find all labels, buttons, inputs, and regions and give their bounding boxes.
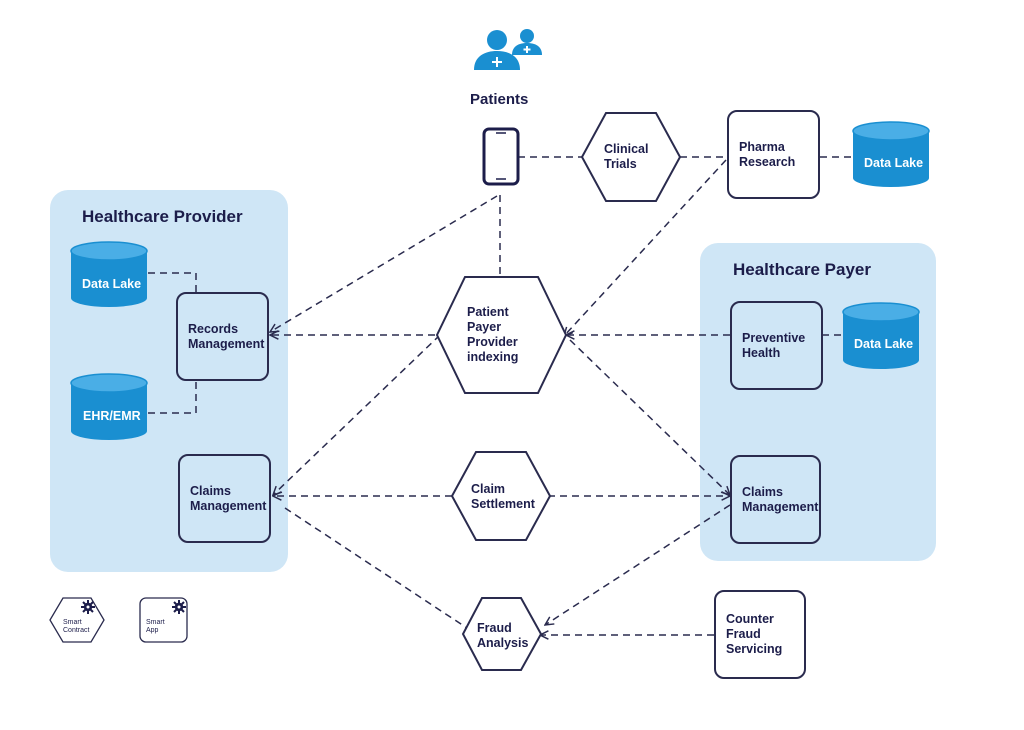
smart-contract-line-1: Smart: [63, 619, 82, 626]
payer-title: Healthcare Payer: [733, 260, 871, 279]
smartphone-icon: [482, 127, 520, 186]
provider-claims-line-1: Claims: [190, 483, 231, 498]
connector-datalake-records: [148, 272, 197, 293]
records-line-2: Management: [188, 336, 265, 351]
legend-smart-contract-label: Smart Contract: [63, 619, 89, 635]
counter-fraud-line-3: Servicing: [726, 642, 783, 656]
patients-label: Patients: [470, 91, 529, 108]
connector-pharma-indexing: [564, 159, 727, 336]
connector-ehr-records: [148, 380, 197, 414]
provider-datalake-label: Data Lake: [82, 277, 142, 291]
provider-claims-line-2: Management: [190, 498, 267, 513]
counter-fraud-line-1: Counter: [726, 612, 774, 626]
payer-claims-line-2: Management: [742, 499, 819, 514]
cylinder-provider-datalake: [70, 241, 148, 307]
smart-app-line-2: App: [146, 627, 159, 634]
clinical-trials-label: Clinical Trials: [604, 142, 648, 172]
settlement-line-1: Claim: [471, 482, 506, 496]
gear-icon-2: [172, 600, 186, 614]
indexing-line-3: Provider: [467, 335, 518, 349]
fraud-analysis-label: Fraud Analysis: [477, 621, 528, 651]
healthcare-payer-panel: [700, 243, 936, 561]
pharma-line-1: Pharma: [739, 139, 785, 154]
gear-icon: [81, 600, 95, 614]
preventive-line-1: Preventive: [742, 330, 806, 345]
connector-provider-fraud: [284, 507, 471, 631]
clinical-line-2: Trials: [604, 157, 637, 171]
patients-icon: [474, 29, 542, 70]
fraud-line-1: Fraud: [477, 621, 512, 635]
settlement-line-2: Settlement: [471, 497, 535, 511]
indexing-label: Patient Payer Provider indexing: [467, 305, 518, 365]
hex-fraud-analysis: [461, 597, 543, 671]
counter-fraud-line-2: Fraud: [726, 627, 761, 641]
provider-title: Healthcare Provider: [82, 207, 243, 226]
records-line-1: Records: [188, 321, 239, 336]
connector-indexing-payer-claims: [569, 339, 730, 495]
ehr-label: EHR/EMR: [83, 409, 141, 423]
connector-indexing-provider-claims: [273, 334, 441, 495]
cylinder-pharma-datalake: [852, 121, 930, 187]
connector-payer-fraud: [545, 504, 731, 625]
payer-claims-line-1: Claims: [742, 484, 783, 499]
cylinder-ehr: [70, 373, 148, 440]
preventive-line-2: Health: [742, 345, 781, 360]
pharma-line-2: Research: [739, 154, 796, 169]
legend-box-shape: [139, 597, 188, 643]
hex-claim-settlement: [450, 451, 552, 541]
clinical-line-1: Clinical: [604, 142, 649, 156]
fraud-line-2: Analysis: [477, 636, 529, 650]
legend-smart-app-label: Smart App: [146, 619, 165, 635]
connector-phone-records: [270, 195, 498, 332]
indexing-line-4: indexing: [467, 350, 519, 364]
smart-contract-line-2: Contract: [63, 627, 90, 634]
hex-clinical-trials: [580, 112, 682, 202]
smart-app-line-1: Smart: [146, 619, 165, 626]
cylinder-payer-datalake: [842, 302, 920, 369]
indexing-line-1: Patient: [467, 305, 509, 319]
hex-indexing: [435, 276, 568, 394]
indexing-line-2: Payer: [467, 320, 502, 334]
pharma-datalake-label: Data Lake: [864, 156, 924, 170]
claim-settlement-label: Claim Settlement: [471, 482, 535, 512]
payer-datalake-label: Data Lake: [854, 337, 914, 351]
